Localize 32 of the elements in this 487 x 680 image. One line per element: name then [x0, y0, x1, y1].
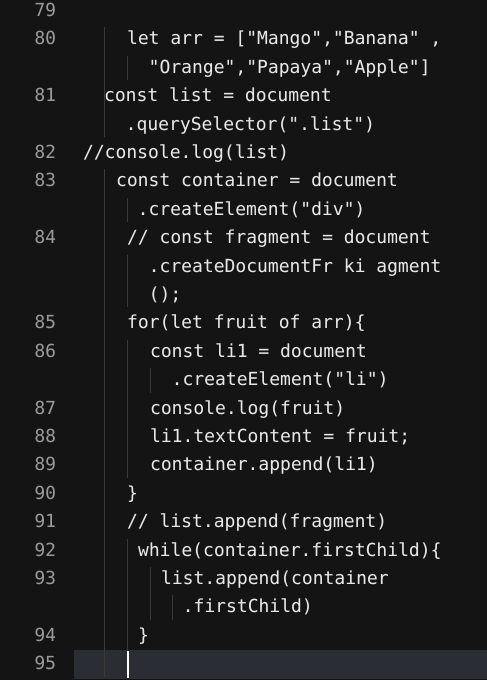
line-number: 93 [33, 567, 56, 591]
line-number: 82 [33, 141, 56, 165]
line-number: 92 [33, 538, 56, 563]
line-number: 95 [33, 652, 56, 676]
code-line: //console.log(list) [83, 141, 289, 165]
line-number: 79 [33, 0, 56, 23]
line-number: 87 [33, 396, 56, 421]
line-number: 86 [33, 340, 56, 364]
code-line: } [138, 624, 149, 648]
line-number: 88 [33, 425, 56, 449]
code-line: list.append(container .firstChild) [161, 567, 390, 620]
code-line: console.log(fruit) [150, 396, 346, 421]
code-line: container.append(li1) [150, 453, 378, 478]
code-line: // list.append(fragment) [127, 510, 388, 534]
line-number: 94 [33, 624, 56, 648]
code-line: li1.textContent = fruit; [150, 425, 410, 449]
line-number: 84 [33, 226, 56, 250]
code-line: const container = document .createElement("div") [116, 169, 399, 222]
line-number: 90 [33, 482, 56, 506]
code-line: let arr = ["Mango","Banana" , "Orange","Papaya","Apple"] [127, 27, 442, 80]
code-line: // const fragment = document .createDocumentFr ki agment (); [127, 226, 442, 307]
code-line: const list = document .querySelector(".list") [104, 84, 375, 137]
line-number: 81 [33, 84, 56, 108]
line-number: 91 [33, 510, 56, 534]
line-number: 83 [33, 169, 56, 194]
line-number: 89 [33, 453, 56, 478]
code-line: while(container.firstChild){ [138, 538, 442, 563]
code-line: } [127, 482, 138, 506]
line-number: 80 [33, 27, 56, 52]
line-number: 85 [33, 311, 56, 336]
code-line: const li1 = document .createElement("li") [150, 340, 390, 392]
code-line: for(let fruit of arr){ [127, 311, 366, 336]
